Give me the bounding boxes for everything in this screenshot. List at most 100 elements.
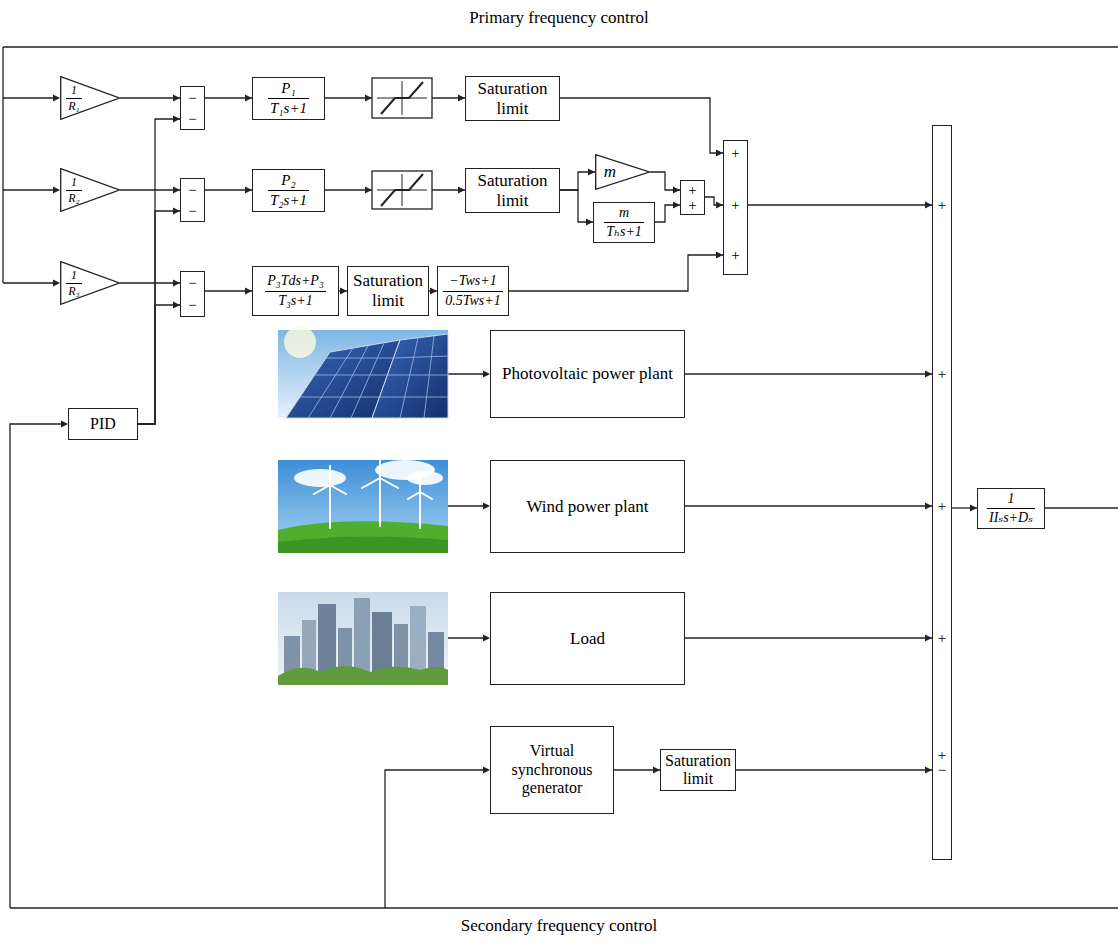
denominator: R₁	[66, 100, 82, 113]
loop-wires	[3, 47, 1118, 908]
fraction-bar	[268, 190, 309, 191]
transfer-function-box: P₃Tds+P₃T₃s+1	[252, 266, 339, 316]
gain-text: 1R₂	[65, 168, 83, 212]
fraction: mTₕs+1	[604, 205, 644, 240]
load-box: Load	[490, 592, 685, 685]
feedback-wire	[10, 424, 62, 908]
denominator: T₂s+1	[268, 192, 309, 209]
connector-line	[120, 97, 180, 98]
wind-turbines	[314, 457, 432, 528]
saturation-box: Saturation limit	[660, 749, 736, 791]
sum-sign: +	[933, 499, 951, 514]
arrowhead	[925, 503, 932, 510]
connector-line	[205, 290, 252, 291]
connector	[205, 187, 252, 194]
transfer-function-box: 1IIₛs+Dₛ	[977, 488, 1045, 529]
triangle-shape	[61, 262, 120, 305]
arrowhead	[340, 288, 347, 295]
connector	[614, 767, 660, 774]
arrowhead	[173, 95, 180, 102]
sum-sign: −	[181, 112, 204, 127]
fraction-bar	[66, 190, 82, 191]
arrowhead	[173, 116, 180, 123]
connector-line	[560, 98, 723, 153]
arrowhead	[716, 252, 723, 259]
connector	[560, 169, 595, 191]
triangle-shape	[61, 77, 120, 120]
arrowhead	[53, 95, 60, 102]
fraction-bar	[66, 283, 82, 284]
arrowhead	[586, 219, 593, 226]
connector	[120, 95, 180, 102]
grass	[278, 521, 448, 553]
dead-band-curve	[381, 82, 423, 114]
sum-sign: +	[681, 183, 704, 198]
sum-sign: −	[181, 204, 204, 219]
connector-line	[560, 190, 593, 222]
arrowhead	[483, 767, 490, 774]
arrowhead	[245, 95, 252, 102]
summing-junction: −−	[180, 86, 205, 130]
caption-label: Primary frequency control	[0, 8, 1118, 28]
numerator: P₁	[268, 80, 309, 97]
connector	[138, 302, 180, 425]
source-wire	[447, 374, 484, 638]
box-label: PID	[90, 415, 116, 433]
solar-picture	[278, 326, 448, 418]
connector	[429, 288, 437, 295]
gain-text: m	[600, 154, 620, 190]
connector	[560, 190, 593, 226]
dead-band-curve	[381, 174, 423, 206]
fraction: 1R₃	[66, 269, 82, 297]
transfer-function-box: −Tws+10.5Tws+1	[437, 266, 509, 316]
summing-junction: +++	[723, 140, 748, 275]
sum-sign: +	[933, 198, 951, 213]
box-label: Photovoltaic power plant	[502, 364, 673, 384]
fraction: P₁T₁s+1	[268, 80, 309, 118]
fraction-bar	[604, 222, 644, 223]
pid-box: PID	[68, 408, 138, 440]
fraction: −Tws+10.5Tws+1	[443, 273, 502, 308]
triangle-shape	[596, 155, 650, 190]
box-label: Load	[570, 629, 605, 649]
fraction: 1IIₛs+Dₛ	[987, 491, 1035, 526]
connector-line	[685, 373, 932, 374]
arrowhead	[970, 505, 977, 512]
connector-line	[120, 282, 180, 283]
arrowhead	[716, 150, 723, 157]
transfer-function-box: mTₕs+1	[593, 202, 655, 243]
connector	[120, 187, 180, 194]
fraction-bar	[265, 291, 326, 292]
saturation-box: Saturation limit	[347, 266, 429, 316]
connector-line	[138, 305, 180, 424]
connector-line	[138, 119, 180, 424]
gain-text: 1R₃	[65, 261, 83, 305]
feedback-wire	[385, 770, 484, 908]
connector	[685, 503, 932, 510]
connector	[748, 202, 932, 209]
arrowhead	[173, 208, 180, 215]
saturation-box: Saturation limit	[465, 76, 560, 121]
arrowhead	[653, 767, 660, 774]
arrowheads	[53, 95, 490, 774]
summing-bar: ++++−+	[932, 125, 952, 860]
plant-box: Photovoltaic power plant	[490, 330, 685, 418]
triangle-shape	[61, 169, 120, 212]
connector	[655, 202, 680, 223]
gain-triangle: 1R₁	[60, 76, 120, 120]
connector-line	[138, 211, 180, 424]
cloud	[407, 471, 443, 485]
connector	[138, 116, 180, 425]
sum-sign: −	[181, 276, 204, 291]
caption-label: Secondary frequency control	[0, 916, 1118, 936]
arrowhead	[61, 421, 68, 428]
sum-sign: +	[724, 198, 747, 213]
numerator: 1	[66, 176, 82, 189]
summing-junction: −−	[180, 178, 205, 222]
sum-sign: −	[181, 91, 204, 106]
sum-sign: +	[933, 748, 951, 763]
transfer-function-box: P₁T₁s+1	[252, 77, 325, 120]
sum-sign: +	[933, 631, 951, 646]
arrowhead	[458, 187, 465, 194]
connector-line	[685, 505, 932, 506]
